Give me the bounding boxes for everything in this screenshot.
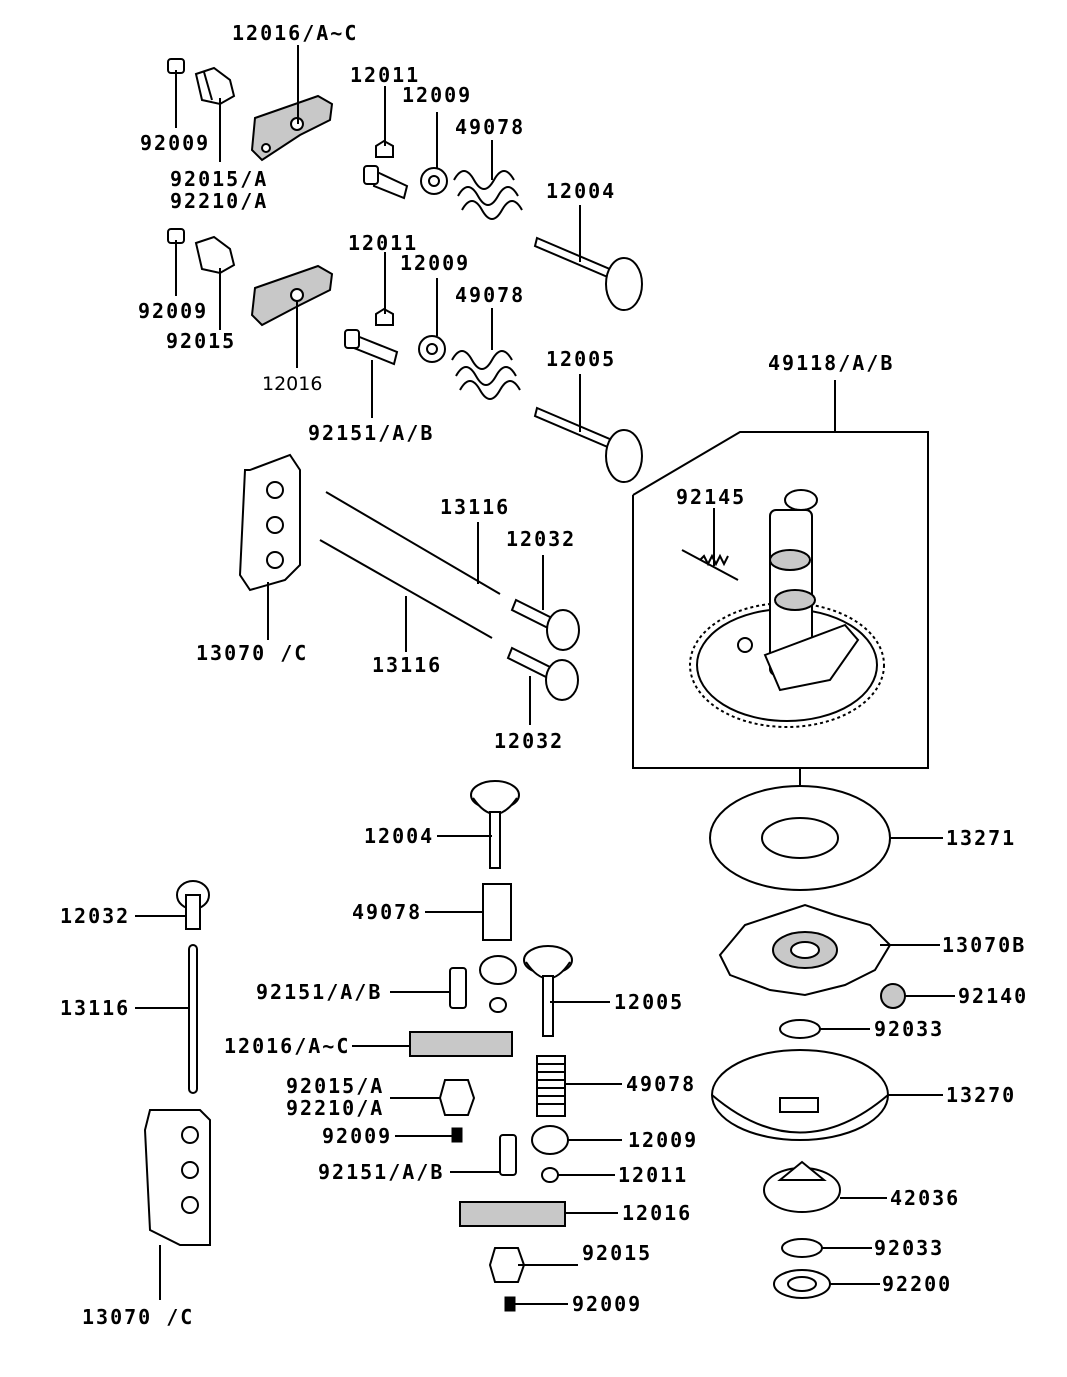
callout-label: 12005 [546, 347, 616, 371]
callout-label: 49078 [352, 900, 422, 924]
callout-label: 92009 [140, 131, 210, 155]
cap-row2 [375, 307, 394, 326]
retainer-center-2 [531, 1125, 569, 1183]
callout-label: 49078 [626, 1072, 696, 1096]
callout-label: 13270 [946, 1083, 1016, 1107]
pivot-nut-upper [194, 66, 236, 106]
callout-label: 92015/A [286, 1074, 384, 1098]
callout-label: 12004 [546, 179, 616, 203]
gear-42036 [763, 1160, 841, 1213]
callout-label: 12011 [348, 231, 418, 255]
stud-center-2 [499, 1134, 517, 1176]
rocker-center-2 [459, 1201, 566, 1227]
governor-cup [711, 1049, 889, 1141]
callout-label: 12016/A~C [232, 21, 358, 45]
leader-lines [135, 45, 955, 1305]
callout-label: 92009 [572, 1292, 642, 1316]
callout-label: 12009 [400, 251, 470, 275]
callout-label: 92140 [958, 984, 1028, 1008]
callout-label: 12032 [506, 527, 576, 551]
governor-plate [718, 903, 892, 997]
compression-release-spring [681, 549, 739, 581]
callout-label: 92200 [882, 1272, 952, 1296]
intake-valve-row2 [533, 406, 643, 483]
callout-label: 92210/A [286, 1096, 384, 1120]
circlip-92033-lower [781, 1238, 823, 1258]
rocker-stud-row2 [344, 329, 399, 366]
retainer-row2 [418, 335, 446, 363]
stud-center-1 [449, 967, 467, 1009]
pivot-nut-row2 [194, 235, 236, 275]
callout-label: 92151/A/B [318, 1160, 444, 1184]
valve-spring-row2 [451, 350, 521, 400]
callout-label: 49118/A/B [768, 351, 894, 375]
callout-label: 12016 [262, 373, 322, 395]
rocker-arm-row2 [250, 264, 334, 327]
retainer-upper [420, 167, 448, 195]
callout-label: 92015 [166, 329, 236, 353]
callout-label: 12011 [618, 1163, 688, 1187]
callout-label: 92145 [676, 485, 746, 509]
tappets-upper [506, 598, 580, 701]
callout-label: 13070B [942, 933, 1026, 957]
callout-label: 92210/A [170, 189, 268, 213]
exhaust-valve-upper [533, 236, 643, 311]
callout-label: 13116 [372, 653, 442, 677]
ball-92140 [880, 983, 906, 1009]
callout-label: 12009 [402, 83, 472, 107]
intake-valve-center [523, 945, 573, 1037]
callout-label: 12011 [350, 63, 420, 87]
callout-label: 92009 [138, 299, 208, 323]
callout-label: 92015 [582, 1241, 652, 1265]
rocker-arm-upper [250, 94, 334, 162]
push-rods-upper [319, 491, 501, 639]
callout-label: 42036 [890, 1186, 960, 1210]
callout-label: 13116 [440, 495, 510, 519]
spring-center-2 [536, 1055, 566, 1117]
nut-center-2 [488, 1247, 526, 1312]
camshaft-gear [689, 489, 885, 728]
callout-label: 92151/A/B [308, 421, 434, 445]
callout-label: 13070 /C [196, 641, 308, 665]
callout-label: 92009 [322, 1124, 392, 1148]
washer-92200 [773, 1269, 831, 1299]
callout-label: 92015/A [170, 167, 268, 191]
plate-upper [238, 453, 301, 592]
callout-label: 13070 /C [82, 1305, 194, 1329]
callout-label: 13116 [60, 996, 130, 1020]
callout-label: 13271 [946, 826, 1016, 850]
exhaust-valve-center [470, 780, 520, 869]
callout-label: 12032 [494, 729, 564, 753]
spring-center-1 [482, 883, 512, 941]
tappet-left [176, 880, 210, 930]
part-drawings [143, 58, 929, 1312]
callout-label: 12032 [60, 904, 130, 928]
callout-label: 49078 [455, 115, 525, 139]
callout-label: 12016 [622, 1201, 692, 1225]
callout-label: 12016/A~C [224, 1034, 350, 1058]
callout-label: 12004 [364, 824, 434, 848]
nut-center-1 [438, 1079, 476, 1143]
valve-spring-upper [453, 170, 523, 220]
retainer-center-1 [479, 955, 517, 1013]
rocker-center-1 [409, 1031, 513, 1057]
cap-upper [375, 139, 394, 158]
washer-13271 [709, 785, 891, 891]
callout-label: 49078 [455, 283, 525, 307]
push-rod-left [188, 944, 198, 1094]
callout-label: 92033 [874, 1236, 944, 1260]
rocker-stud-upper [363, 165, 409, 200]
callout-label: 12005 [614, 990, 684, 1014]
callout-labels: 12016/A~C 92009 92015/A 92210/A 12011 12… [60, 21, 1028, 1329]
callout-label: 92033 [874, 1017, 944, 1041]
circlip-92033-upper [779, 1019, 821, 1039]
plate-left [143, 1109, 211, 1246]
callout-label: 12009 [628, 1128, 698, 1152]
callout-label: 92151/A/B [256, 980, 382, 1004]
